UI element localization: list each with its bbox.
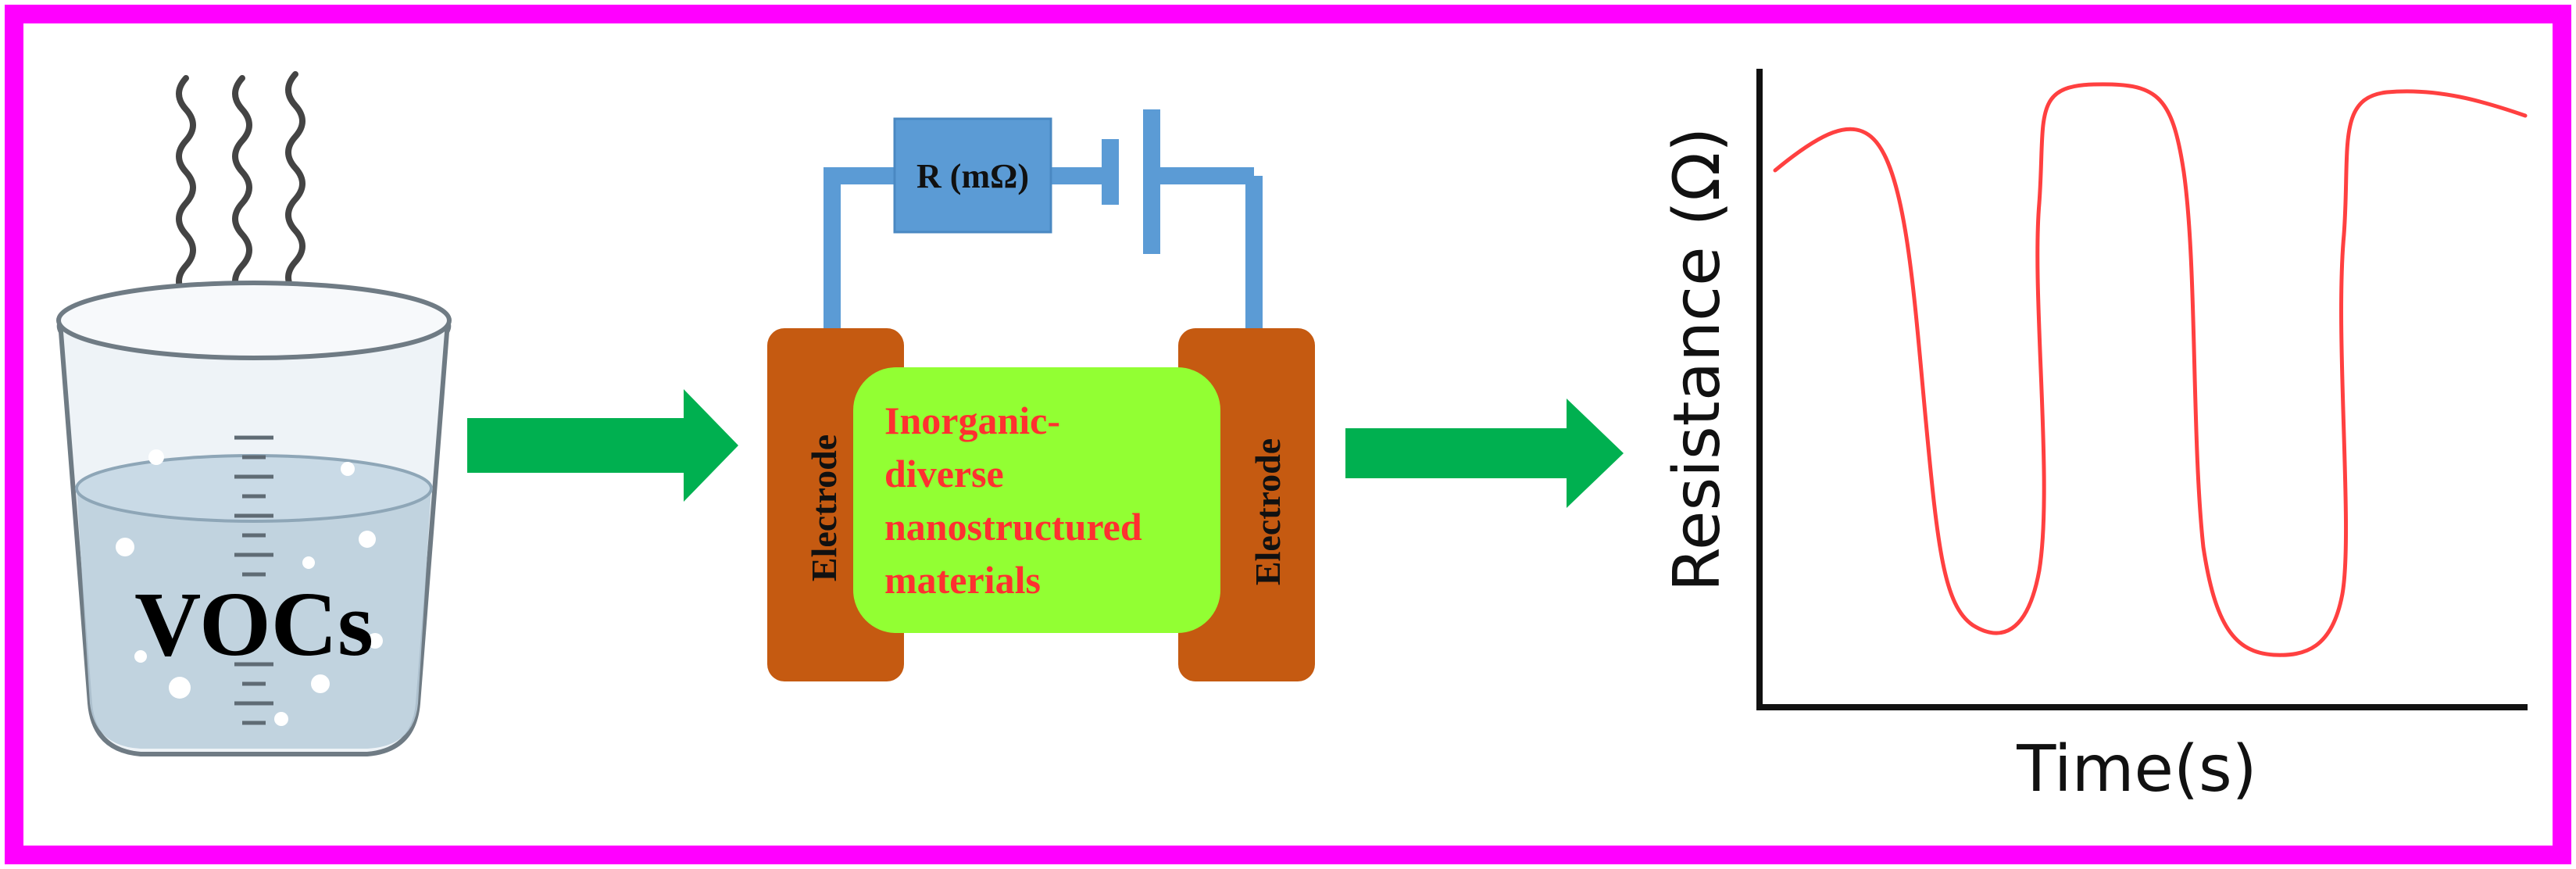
vapor-wisp	[285, 71, 305, 296]
vocs-label: VOCs	[134, 573, 373, 675]
beaker-liquid	[77, 488, 431, 749]
material-line-3: nanostructured	[884, 505, 1142, 549]
right-electrode-label: Electrode	[1248, 438, 1288, 585]
resistor-label: R (mΩ)	[916, 157, 1029, 195]
nanomaterial-layer	[853, 367, 1220, 633]
material-line-2: diverse	[884, 452, 1004, 495]
graduation-marks	[234, 435, 273, 725]
material-line-1: Inorganic-	[884, 399, 1060, 442]
left-electrode-label: Electrode	[804, 434, 844, 581]
response-chart: Resistance (Ω) Time(s)	[1660, 69, 2528, 806]
resistor-box	[893, 117, 1052, 234]
vapor-wisp	[232, 75, 252, 300]
beaker-rim	[56, 281, 452, 360]
liquid-surface	[75, 454, 433, 523]
flow-arrow-1	[467, 389, 738, 502]
material-line-4: materials	[884, 558, 1041, 602]
vapor-wisp	[176, 75, 196, 300]
material-label: Inorganic- diverse nanostructured materi…	[884, 399, 1152, 602]
battery-negative-plate	[1102, 139, 1119, 205]
sensor-device: Electrode Electrode Inorganic- diverse n…	[767, 328, 1315, 681]
resistance-curve	[1773, 82, 2528, 657]
x-axis-label: Time(s)	[2016, 732, 2256, 806]
bubbles	[116, 449, 383, 726]
flow-arrow-2	[1345, 399, 1624, 508]
circuit-wires	[824, 167, 1263, 336]
beaker: VOCs	[56, 71, 452, 756]
y-axis-label: Resistance (Ω)	[1660, 127, 1735, 592]
battery-positive-plate	[1143, 109, 1160, 254]
